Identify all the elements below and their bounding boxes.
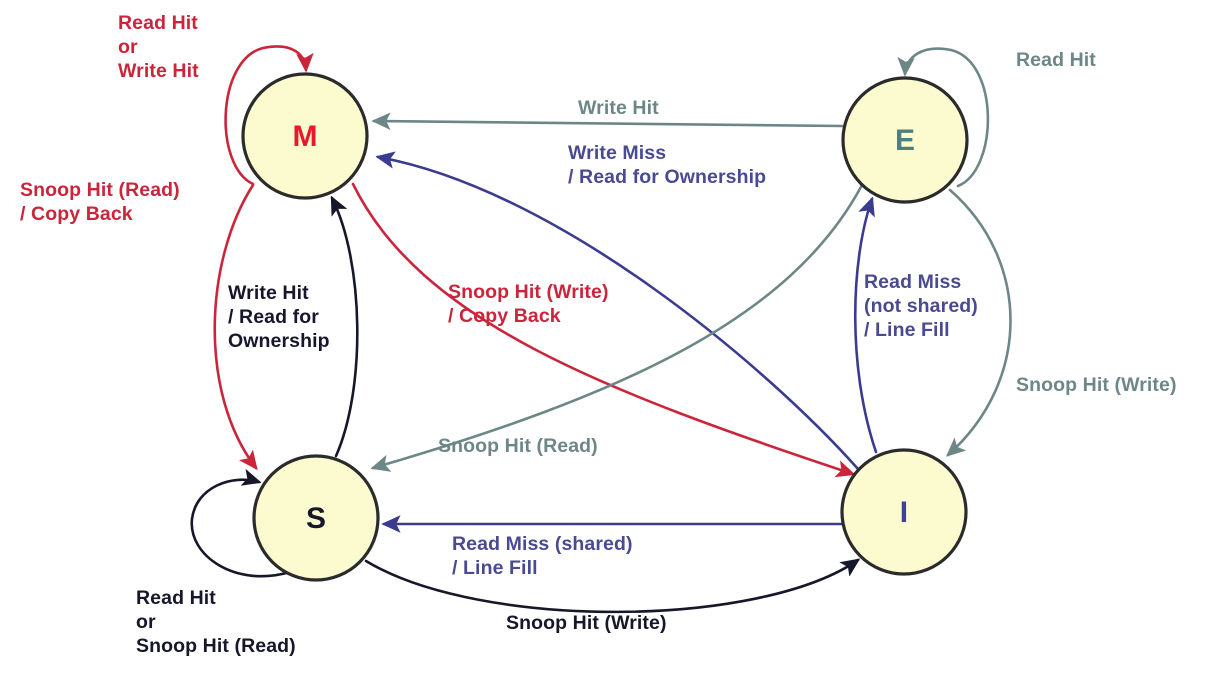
edge-label-m-to-i: Snoop Hit (Write) / Copy Back [448,281,609,328]
edge-s-to-m [330,198,359,458]
edge-label-i-to-e: Read Miss (not shared) / Line Fill [864,271,978,342]
edge-s-self-loop [190,480,292,578]
node-m[interactable] [241,72,369,200]
edge-i-to-m [378,157,860,471]
edge-label-i-to-s: Read Miss (shared) / Line Fill [452,533,633,580]
edge-label-s-to-i: Snoop Hit (Write) [506,612,667,634]
edge-e-to-i [948,188,1012,455]
edge-i-to-e [853,199,878,454]
edge-s-to-i [364,560,858,614]
edge-m-to-s [213,183,256,468]
edge-label-i-to-m: Write Miss / Read for Ownership [568,142,767,189]
node-label-m: M [292,120,318,153]
node-label-i: I [899,496,909,529]
edge-label-e-self-loop: Read Hit [1016,49,1096,71]
node-s[interactable] [252,454,380,582]
node-label-s: S [305,502,327,535]
node-i[interactable] [840,448,968,576]
edge-m-to-i [351,182,853,474]
edge-label-e-to-i: Snoop Hit (Write) [1016,374,1177,396]
edge-label-e-to-s: Snoop Hit (Read) [438,435,598,457]
node-e[interactable] [841,76,969,204]
edge-label-s-to-m: Write Hit / Read for Ownership [228,282,330,353]
edge-label-m-to-s: Snoop Hit (Read) / Copy Back [20,179,180,226]
edge-label-e-to-m: Write Hit [578,97,659,119]
edge-label-s-self-loop: Read Hit or Snoop Hit (Read) [136,587,296,658]
edge-e-to-m [374,121,844,126]
edge-e-to-s [373,183,864,468]
edge-m-self-loop [224,45,306,186]
edge-label-m-self-loop: Read Hit or Write Hit [118,12,199,83]
edge-e-self-loop [905,47,990,188]
node-label-e: E [894,124,916,157]
